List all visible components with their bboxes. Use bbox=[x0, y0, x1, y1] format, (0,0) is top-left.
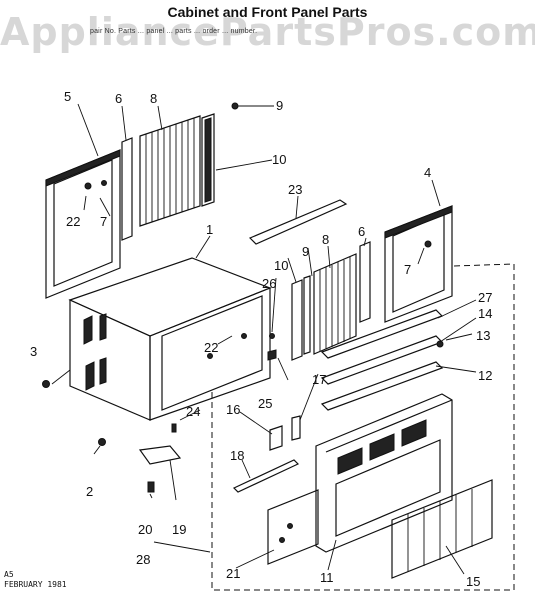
callout-16: 16 bbox=[226, 402, 240, 417]
callout-7a: 7 bbox=[100, 214, 107, 229]
callout-10a: 10 bbox=[272, 152, 286, 167]
louver-grille-right bbox=[313, 253, 357, 355]
callout-20: 20 bbox=[138, 522, 152, 537]
front-assembly-boundary bbox=[211, 263, 515, 591]
screw-2 bbox=[98, 438, 106, 446]
leader-lines bbox=[51, 103, 477, 575]
callout-22a: 22 bbox=[66, 214, 80, 229]
callout-25: 25 bbox=[258, 396, 272, 411]
callout-28: 28 bbox=[136, 552, 150, 567]
callout-24: 23 bbox=[288, 182, 302, 197]
side-frame-right bbox=[384, 205, 453, 323]
callout-5: 5 bbox=[64, 89, 71, 104]
top-channel bbox=[248, 199, 348, 245]
rail-right bbox=[291, 279, 303, 361]
callout-18: 18 bbox=[230, 448, 244, 463]
rail-strip-9 bbox=[303, 275, 311, 355]
callout-15: 15 bbox=[466, 574, 480, 589]
callout-3: 3 bbox=[30, 344, 37, 359]
louver-grille-upper bbox=[139, 115, 201, 227]
rail-upper bbox=[201, 113, 215, 207]
filter-panel bbox=[391, 479, 493, 579]
cabinet-shell bbox=[68, 257, 272, 421]
callout-13: 13 bbox=[476, 328, 490, 343]
callout-6a: 6 bbox=[115, 91, 122, 106]
diagram-subtitle: pair No. Parts ... panel ... parts ... o… bbox=[90, 28, 258, 35]
screw-20 bbox=[147, 481, 155, 493]
callout-11: 11 bbox=[320, 570, 334, 585]
callout-14: 14 bbox=[478, 306, 492, 321]
callout-19: 19 bbox=[172, 522, 186, 537]
screw-26 bbox=[269, 333, 275, 339]
callout-8b: 8 bbox=[322, 232, 329, 247]
callout-21: 21 bbox=[226, 566, 240, 581]
clip-25 bbox=[267, 349, 277, 361]
callout-2: 2 bbox=[86, 484, 93, 499]
front-panel bbox=[315, 393, 453, 553]
footer-date: FEBRUARY 1981 bbox=[4, 580, 67, 589]
control-door bbox=[267, 489, 319, 565]
callout-1: 1 bbox=[206, 222, 213, 237]
callout-7b: 7 bbox=[404, 262, 411, 277]
callout-26: 26 bbox=[262, 276, 276, 291]
callout-22b: 22 bbox=[204, 340, 218, 355]
side-frame-left bbox=[45, 149, 121, 299]
callout-12: 12 bbox=[478, 368, 492, 383]
bracket-19 bbox=[138, 445, 182, 465]
side-strip-right bbox=[359, 241, 371, 323]
rod-18 bbox=[232, 459, 300, 493]
hinge-16 bbox=[269, 425, 283, 451]
callout-17: 17 bbox=[312, 372, 326, 387]
callout-23: 24 bbox=[186, 404, 200, 419]
side-strip-left bbox=[121, 137, 133, 241]
callout-10b: 10 bbox=[274, 258, 288, 273]
filter-bars bbox=[320, 309, 444, 411]
callout-27: 27 bbox=[478, 290, 492, 305]
screw-3 bbox=[42, 380, 50, 388]
callout-9b: 9 bbox=[302, 244, 309, 259]
hinge-17 bbox=[291, 415, 301, 441]
callout-9a: 9 bbox=[276, 98, 283, 113]
screw-9-upper bbox=[231, 102, 239, 110]
callout-labels: 5 6 8 9 10 4 23 22 7 1 6 8 9 10 7 26 27 … bbox=[30, 89, 492, 589]
footer-code: A5 bbox=[4, 570, 14, 579]
diagram-title: Cabinet and Front Panel Parts bbox=[167, 4, 368, 20]
screw-23 bbox=[171, 423, 177, 433]
callout-6b: 6 bbox=[358, 224, 365, 239]
callout-4: 4 bbox=[424, 165, 431, 180]
callout-8a: 8 bbox=[150, 91, 157, 106]
